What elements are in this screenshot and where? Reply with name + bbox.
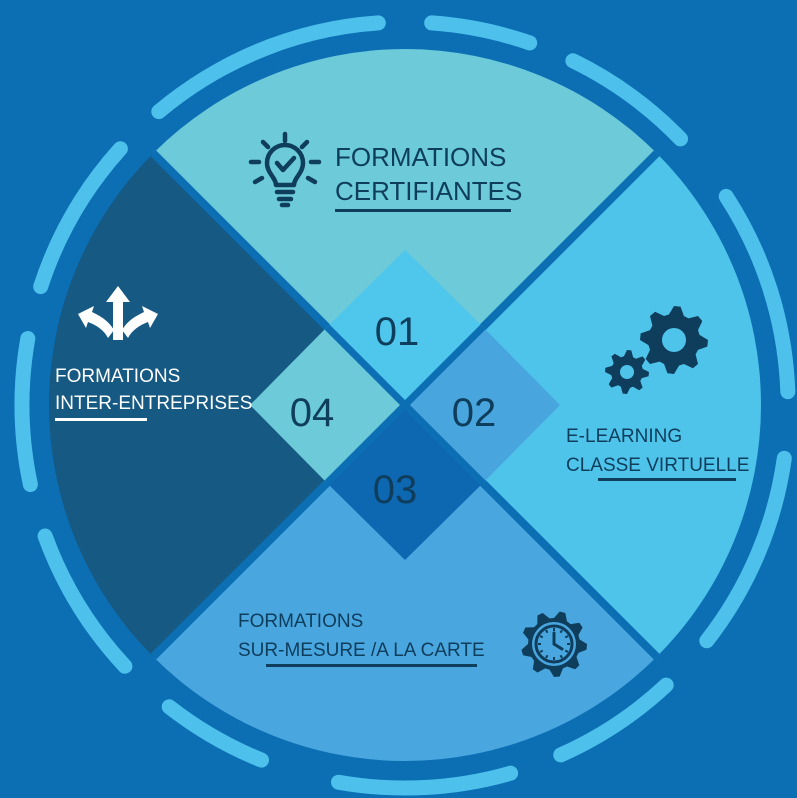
clock-tick (559, 629, 563, 634)
segment-03-title-line2: SUR-MESURE /A LA CARTE (238, 640, 485, 661)
segment-04-title-line1: FORMATIONS (55, 366, 180, 387)
lightbulb-check-icon (248, 131, 322, 208)
segment-02-title-line1: E-LEARNING (566, 426, 682, 447)
segment-01-underline (335, 209, 511, 212)
segment-02-underline (598, 478, 736, 481)
gear-small-icon (605, 350, 649, 394)
number-01: 01 (375, 310, 420, 354)
segment-02-content: E-LEARNING CLASSE VIRTUELLE (566, 306, 749, 481)
tile-04[interactable] (250, 327, 405, 483)
tile-03[interactable] (327, 405, 483, 560)
ring-arc-3 (565, 53, 688, 147)
segment-04-title-line2: INTER-ENTREPRISES (55, 393, 252, 414)
ring-arc-5 (699, 450, 792, 649)
clock-tick (564, 649, 569, 653)
number-02: 02 (452, 391, 497, 435)
clock-tick (559, 654, 563, 659)
number-03: 03 (373, 468, 418, 512)
segment-01-content: FORMATIONS CERTIFIANTES (248, 131, 522, 212)
gears-icon (605, 306, 708, 394)
gear-clock-icon (521, 611, 587, 677)
clock-tick (539, 635, 544, 639)
outer-ring (14, 15, 796, 796)
ring-arc-6 (553, 677, 674, 763)
ring-arc-12 (151, 37, 282, 120)
clock-tick (545, 654, 549, 659)
split-arrows-icon (78, 286, 158, 340)
tile-02[interactable] (405, 327, 560, 483)
clock-tick (564, 635, 569, 639)
ring-arc-4 (718, 188, 796, 400)
segment-04-content: FORMATIONS INTER-ENTREPRISES (55, 286, 252, 421)
segment-04-underline (55, 418, 147, 421)
segment-03-underline (266, 664, 477, 667)
gear-outline-icon (521, 611, 587, 677)
segment-02-title-line2: CLASSE VIRTUELLE (566, 455, 749, 476)
clock-tick (539, 649, 544, 653)
segment-03-title-line1: FORMATIONS (238, 611, 363, 632)
ring-arc-10 (14, 331, 38, 493)
tile-01[interactable] (327, 250, 483, 405)
segment-01-title-line1: FORMATIONS (335, 142, 506, 172)
gear-large-icon (640, 306, 708, 374)
ring-arc-11 (33, 141, 128, 295)
segment-01-title-line2: CERTIFIANTES (335, 176, 522, 206)
clock-hands (552, 631, 564, 651)
clock-tick (545, 629, 549, 634)
ring-arc-9 (37, 528, 133, 674)
ring-arc-8 (161, 699, 269, 768)
ring-arc-2 (424, 15, 538, 51)
ring-arc-7 (331, 765, 519, 796)
tile-separator-2 (324, 324, 486, 486)
number-04: 04 (290, 391, 335, 435)
segment-03-content: FORMATIONS SUR-MESURE /A LA CARTE (238, 611, 587, 677)
center-tiles: 01 02 03 04 (250, 250, 560, 560)
